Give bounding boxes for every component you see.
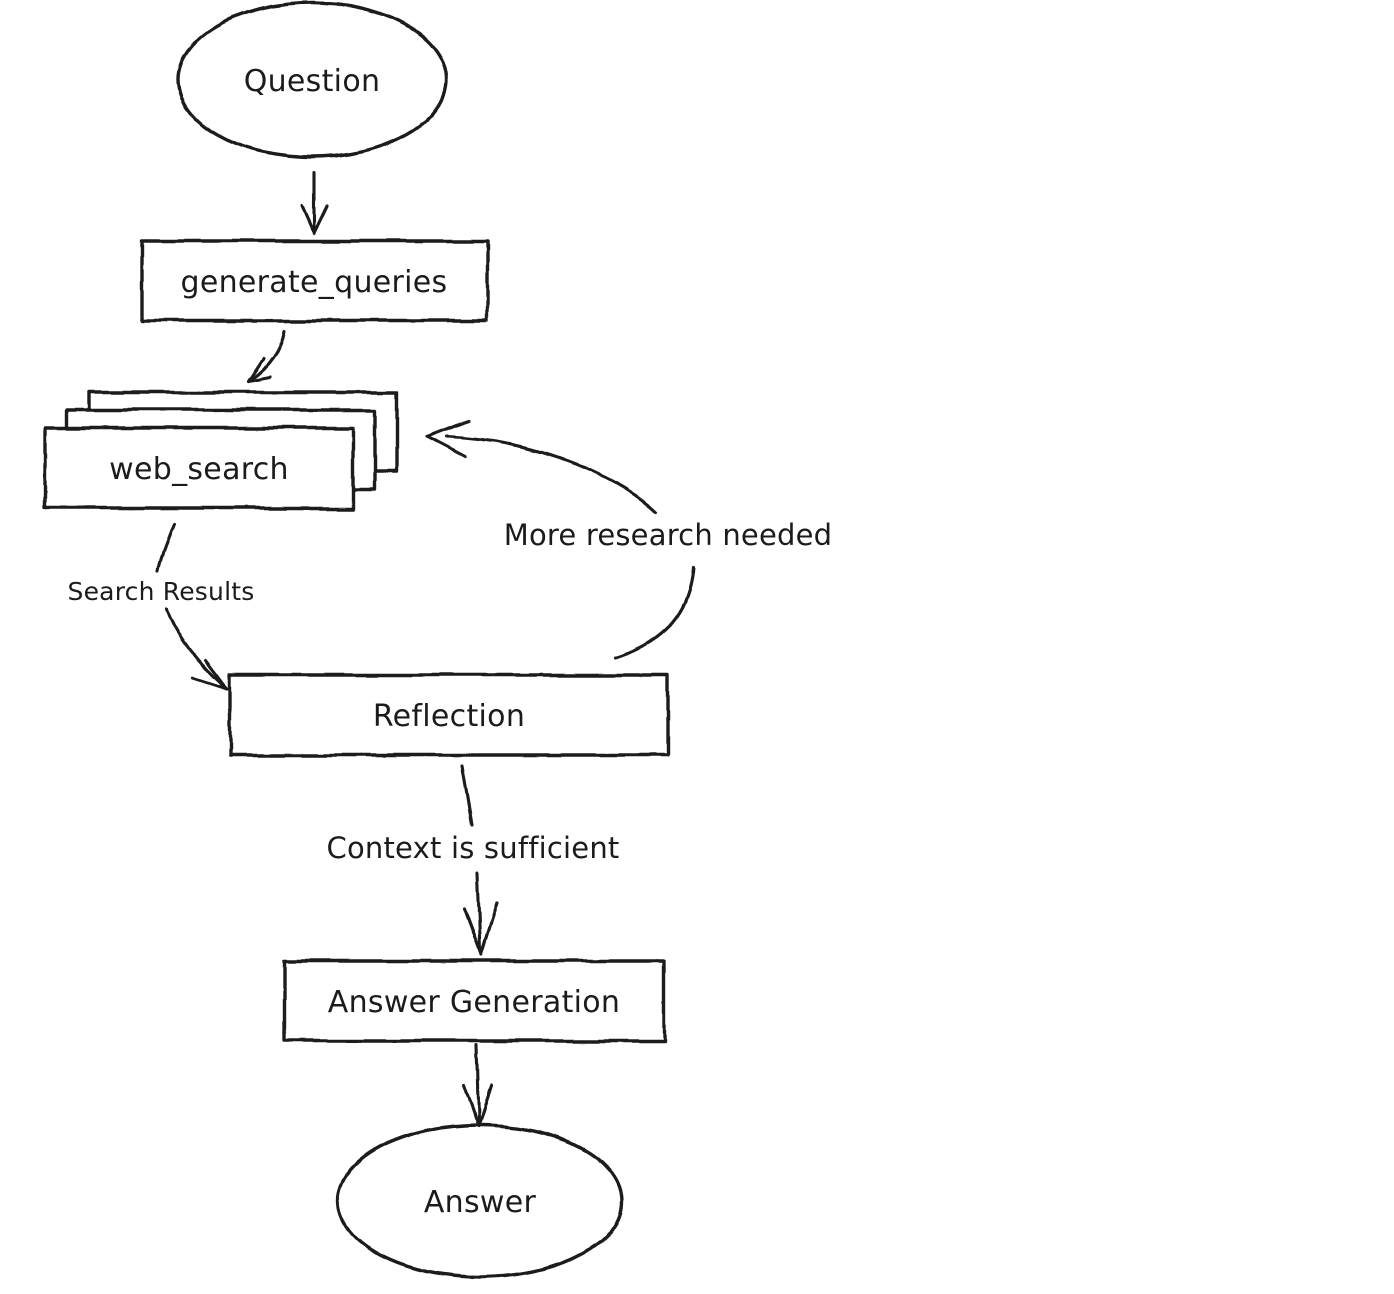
node-reflection-label: Reflection bbox=[373, 699, 525, 734]
node-generate-queries bbox=[140, 239, 489, 323]
node-answer-label: Answer bbox=[424, 1185, 537, 1220]
node-question bbox=[176, 1, 448, 159]
web-search-stack-front bbox=[43, 426, 355, 510]
edge-question-to-generate-queries bbox=[300, 170, 329, 235]
edge-generate-queries-to-web-search bbox=[247, 329, 287, 383]
edge-label-search-results: Search Results bbox=[68, 577, 255, 606]
node-reflection bbox=[228, 673, 670, 757]
node-question-label: Question bbox=[244, 64, 381, 99]
node-web-search bbox=[43, 390, 399, 510]
labels-layer: Question generate_queries web_search Ref… bbox=[68, 64, 833, 1220]
node-web-search-label: web_search bbox=[109, 452, 289, 487]
node-generate-queries-label: generate_queries bbox=[181, 265, 448, 300]
edge-web-search-to-reflection bbox=[156, 522, 229, 691]
edge-label-more-research-needed: More research needed bbox=[504, 518, 833, 552]
node-answer-generation bbox=[282, 959, 666, 1043]
edge-answer-generation-to-answer bbox=[462, 1043, 494, 1128]
edge-reflection-to-web-search-loop bbox=[425, 419, 696, 660]
edge-reflection-to-answer-generation bbox=[460, 764, 499, 957]
node-answer-generation-label: Answer Generation bbox=[328, 985, 621, 1020]
edge-label-context-is-sufficient: Context is sufficient bbox=[327, 831, 620, 865]
